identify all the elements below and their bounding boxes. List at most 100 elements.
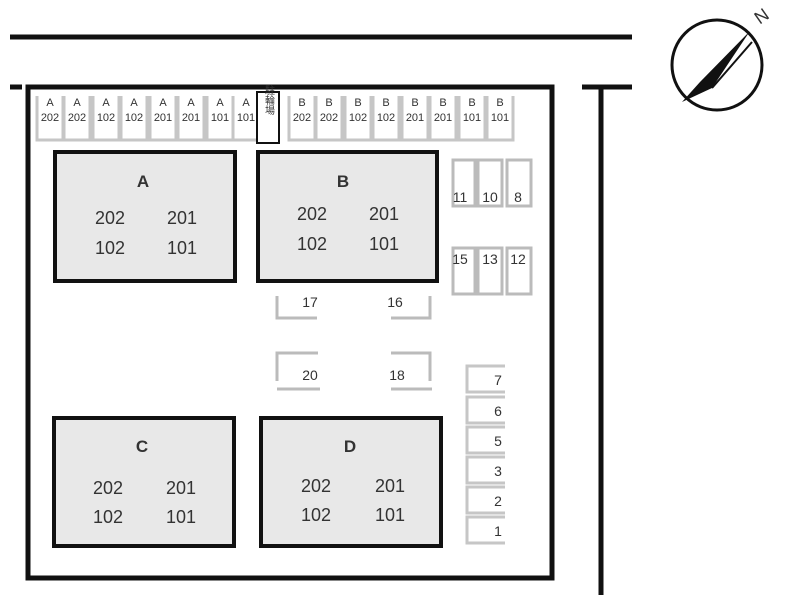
unit-label: 102 bbox=[301, 505, 331, 525]
svg-text:15: 15 bbox=[452, 251, 468, 267]
space-building-letter: A bbox=[242, 97, 250, 109]
svg-text:17: 17 bbox=[302, 294, 318, 310]
parking-space-number: 6 bbox=[494, 403, 502, 419]
svg-text:13: 13 bbox=[482, 251, 498, 267]
space-unit-number: 201 bbox=[406, 112, 424, 124]
parking-space: 1 bbox=[465, 515, 505, 545]
space-building-letter: A bbox=[73, 97, 81, 109]
svg-text:12: 12 bbox=[510, 251, 526, 267]
top-row-space: B 202 bbox=[287, 96, 317, 142]
svg-text:8: 8 bbox=[514, 189, 522, 205]
space-building-letter: A bbox=[187, 97, 195, 109]
parking-space: 17 bbox=[275, 294, 318, 320]
space-unit-number: 102 bbox=[349, 112, 367, 124]
bike-parking bbox=[256, 91, 280, 144]
space-unit-number: 101 bbox=[237, 112, 255, 124]
parking-space: 7 bbox=[465, 364, 505, 394]
unit-label: 201 bbox=[369, 204, 399, 224]
top-row-space: A 202 bbox=[35, 96, 65, 142]
parking-space: 12 bbox=[505, 246, 533, 296]
building-c: C 202 201 102 101 bbox=[52, 416, 236, 548]
property-boundary bbox=[25, 84, 555, 581]
space-building-letter: A bbox=[216, 97, 224, 109]
parking-space-number: 1 bbox=[494, 523, 502, 539]
space-unit-number: 202 bbox=[68, 112, 86, 124]
parking-space: 20 bbox=[275, 351, 320, 391]
unit-label: 101 bbox=[166, 507, 196, 527]
unit-label: 102 bbox=[93, 507, 123, 527]
parking-space: 6 bbox=[465, 395, 505, 425]
space-building-letter: A bbox=[159, 97, 167, 109]
unit-label: 201 bbox=[375, 476, 405, 496]
space-building-letter: B bbox=[325, 97, 332, 109]
top-row-space: A 201 bbox=[148, 96, 178, 142]
parking-space-number: 2 bbox=[494, 493, 502, 509]
space-unit-number: 101 bbox=[211, 112, 229, 124]
top-row-space: A 102 bbox=[119, 96, 149, 142]
building-d: D 202 201 102 101 bbox=[259, 416, 443, 548]
unit-label: 202 bbox=[297, 204, 327, 224]
top-row-space: A 202 bbox=[62, 96, 92, 142]
space-building-letter: B bbox=[382, 97, 389, 109]
unit-label: 102 bbox=[297, 234, 327, 254]
parking-space: 8 bbox=[505, 158, 533, 208]
unit-label: 202 bbox=[93, 478, 123, 498]
parking-space: 18 bbox=[389, 351, 432, 391]
parking-space: 13 bbox=[476, 246, 504, 296]
parking-space: 5 bbox=[465, 425, 505, 455]
space-unit-number: 102 bbox=[97, 112, 115, 124]
building-name: B bbox=[337, 172, 349, 191]
space-unit-number: 202 bbox=[41, 112, 59, 124]
building-name: C bbox=[136, 437, 148, 456]
svg-text:18: 18 bbox=[389, 367, 405, 383]
space-unit-number: 202 bbox=[293, 112, 311, 124]
space-unit-number: 202 bbox=[320, 112, 338, 124]
space-unit-number: 201 bbox=[154, 112, 172, 124]
building-name: D bbox=[344, 437, 356, 456]
parking-space-number: 5 bbox=[494, 433, 502, 449]
parking-space-number: 7 bbox=[494, 372, 502, 388]
top-row-space: B 202 bbox=[314, 96, 344, 142]
space-building-letter: B bbox=[298, 97, 305, 109]
space-building-letter: B bbox=[439, 97, 446, 109]
building-a: A 202 201 102 101 bbox=[53, 150, 237, 283]
parking-space: 15 bbox=[451, 246, 477, 296]
unit-label: 202 bbox=[95, 208, 125, 228]
north-label: N bbox=[751, 4, 773, 28]
space-building-letter: B bbox=[354, 97, 361, 109]
parking-space: 3 bbox=[465, 455, 505, 485]
bike-parking-label: 駐輪場 bbox=[263, 84, 275, 116]
unit-label: 101 bbox=[375, 505, 405, 525]
space-building-letter: A bbox=[130, 97, 138, 109]
unit-label: 101 bbox=[167, 238, 197, 258]
space-building-letter: A bbox=[46, 97, 54, 109]
space-unit-number: 201 bbox=[182, 112, 200, 124]
north-arrow-icon bbox=[670, 18, 764, 112]
top-row-parking: A 202 A 202 A 102 A 102 A 201 A 201 A 101 A 101 B 202 B 202… bbox=[35, 96, 515, 142]
building-name: A bbox=[137, 172, 149, 191]
svg-text:10: 10 bbox=[482, 189, 498, 205]
parking-space: 2 bbox=[465, 485, 505, 515]
parking-space: 11 bbox=[451, 158, 477, 208]
unit-label: 202 bbox=[301, 476, 331, 496]
space-building-letter: A bbox=[102, 97, 110, 109]
svg-text:11: 11 bbox=[453, 189, 468, 205]
unit-label: 102 bbox=[95, 238, 125, 258]
building-b: B 202 201 102 101 bbox=[256, 150, 439, 283]
parking-space: 10 bbox=[476, 158, 504, 208]
unit-label: 201 bbox=[167, 208, 197, 228]
right-column-parking: 7 6 5 3 2 1 bbox=[465, 364, 505, 545]
unit-label: 101 bbox=[369, 234, 399, 254]
top-row-space: A 101 bbox=[205, 96, 235, 142]
svg-text:20: 20 bbox=[302, 367, 318, 383]
space-unit-number: 102 bbox=[125, 112, 143, 124]
space-building-letter: B bbox=[468, 97, 475, 109]
parking-space: 16 bbox=[387, 294, 432, 320]
